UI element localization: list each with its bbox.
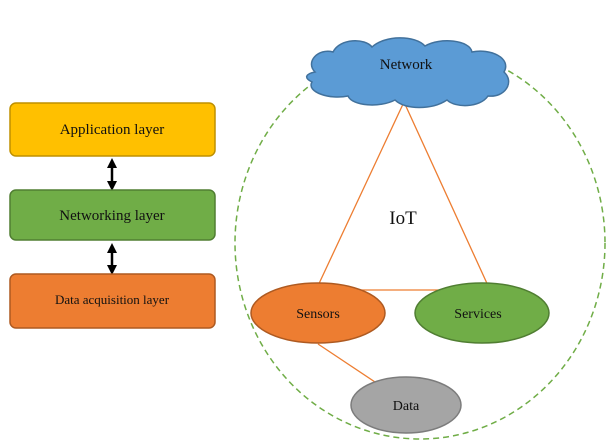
network-sensors-line <box>315 101 405 291</box>
network-services-line <box>403 101 491 291</box>
sensors-label: Sensors <box>296 307 340 322</box>
networking-layer-label: Networking layer <box>59 208 164 224</box>
data-label: Data <box>393 399 420 414</box>
services-label: Services <box>454 307 501 322</box>
data-node <box>350 376 462 434</box>
application-layer-label: Application layer <box>60 122 165 138</box>
layer-stack: Application layer Networking layer Data … <box>9 102 216 329</box>
networking-layer-box <box>9 189 216 241</box>
network-cloud: Network <box>306 37 510 109</box>
iot-boundary-ellipse <box>234 46 606 440</box>
data-acquisition-layer-label: Data acquisition layer <box>55 292 170 307</box>
sensors-data-line <box>317 343 379 385</box>
iot-label: IoT <box>389 208 417 229</box>
sensors-node <box>250 282 386 344</box>
network-label: Network <box>380 57 433 73</box>
data-acquisition-layer-box <box>9 273 216 329</box>
cloud-icon <box>306 37 510 109</box>
services-node <box>414 282 550 344</box>
application-layer-box <box>9 102 216 157</box>
